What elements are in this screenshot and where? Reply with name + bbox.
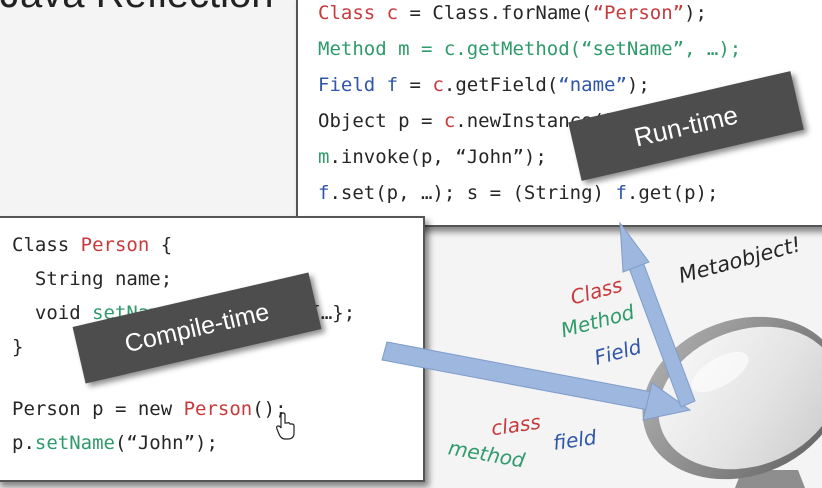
code-line-class-person: Class Person {: [12, 234, 173, 256]
code-line-class-forname: Class c = Class.forName(“Person”);: [318, 2, 707, 24]
mirror-icon: [642, 316, 822, 488]
hand-pointer-icon: [276, 412, 295, 440]
code-line-call-setname: p.setName(“John”);: [12, 432, 218, 454]
code-line-new-person: Person p = new Person();: [12, 398, 287, 420]
mirror-to-runtime-arrow: [619, 221, 696, 408]
code-line-invoke: m.invoke(p, “John”);: [318, 146, 547, 168]
code-line-set-get: f.set(p, …); s = (String) f.get(p);: [318, 182, 719, 204]
slide-title: Java Reflection: [0, 0, 273, 17]
compile-to-mirror-arrow: [381, 341, 692, 421]
code-line-field-decl: String name;: [12, 268, 173, 290]
code-line-close-brace: }: [12, 336, 24, 358]
code-line-get-field: Field f = c.getField(“name”);: [318, 74, 650, 96]
code-line-get-method: Method m = c.getMethod(“setName”, …);: [318, 38, 742, 60]
